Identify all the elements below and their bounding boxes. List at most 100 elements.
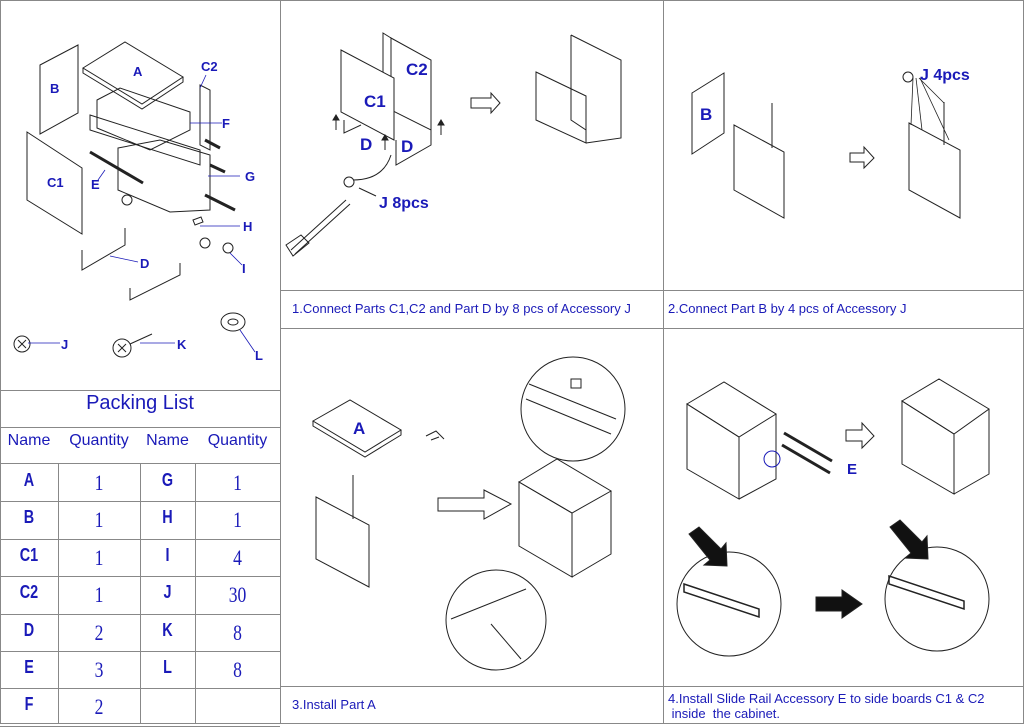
arrow-right [470, 91, 501, 115]
step-3-caption: 3.Install Part A [292, 697, 376, 712]
part-d-shape [81, 228, 126, 271]
col-header-quantity: Quantity [207, 432, 268, 449]
quantity-cell: 8 [233, 620, 242, 645]
b-panel [691, 72, 725, 155]
quantity-cell: 1 [94, 507, 104, 532]
step-2-drawing [691, 71, 961, 219]
detail-circle [884, 546, 990, 652]
divider [280, 0, 281, 724]
label-c1: C1 [47, 175, 64, 190]
label-k: K [177, 337, 187, 352]
part-j-shape [13, 335, 31, 353]
label-d: D [140, 256, 149, 271]
black-arrow [889, 519, 929, 560]
label-i: I [242, 261, 246, 276]
arrow-right [437, 489, 513, 520]
part-name-cell: G [161, 470, 174, 490]
step-4-caption-line2: inside the cabinet. [668, 706, 781, 721]
quantity-cell: 1 [94, 545, 104, 570]
quantity-cell: 1 [233, 470, 242, 495]
step-3-labels: A [353, 419, 365, 438]
part-f-shape [96, 87, 191, 151]
part-g-shape [117, 139, 211, 213]
c1-panel [340, 49, 395, 141]
part-k-shape [112, 338, 132, 358]
black-arrow [688, 526, 728, 567]
step-2-labels: B J 4pcs [700, 67, 970, 124]
quantity-cell: 3 [94, 657, 104, 682]
divider [663, 0, 664, 724]
part-name-cell: A [23, 470, 35, 490]
step-1-caption: 1.Connect Parts C1,C2 and Part D by 8 pc… [292, 301, 631, 316]
part-name-cell: C1 [19, 545, 39, 565]
step-4-drawing [676, 378, 990, 657]
part-name-cell: K [162, 620, 173, 640]
quantity-cell: 1 [94, 582, 104, 607]
quantity-cell: 1 [233, 507, 242, 532]
label-e: E [91, 177, 100, 192]
label-c2: C2 [201, 59, 218, 74]
label-h: H [243, 219, 252, 234]
part-name-cell: C2 [19, 582, 39, 602]
part-name-cell: B [23, 507, 35, 527]
black-arrow-right [815, 589, 863, 619]
col-header-quantity: Quantity [69, 432, 129, 449]
divider [0, 463, 280, 464]
quantity-cell: 1 [94, 470, 104, 495]
part-b-shape [39, 44, 79, 135]
label-e: E [847, 461, 857, 478]
step-4-caption: 4.Install Slide Rail Accessory E to side… [668, 691, 984, 721]
label-b: B [50, 81, 59, 96]
label-a: A [353, 419, 365, 438]
step-2-caption: 2.Connect Part B by 4 pcs of Accessory J [668, 301, 907, 316]
rail-e [783, 431, 833, 463]
part-name-cell: D [23, 620, 35, 640]
detail-circle [520, 356, 626, 462]
col-divider [140, 464, 141, 724]
screwdriver [290, 199, 351, 255]
divider [280, 290, 1024, 291]
label-d: D [401, 137, 413, 156]
part-name-cell: F [24, 694, 34, 714]
part-name-cell: E [24, 657, 34, 677]
divider [0, 427, 280, 428]
part-l-shape [220, 312, 246, 332]
label-j-8pcs: J 8pcs [379, 195, 429, 212]
quantity-cell: 8 [233, 657, 242, 682]
quantity-cell: 4 [233, 545, 242, 570]
label-j-4pcs: J 4pcs [920, 67, 970, 84]
screw-j [343, 176, 355, 188]
quantity-cell: 30 [228, 582, 247, 607]
label-c2: C2 [406, 60, 428, 79]
label-g: G [245, 169, 255, 184]
parts-drawing [13, 41, 256, 358]
step-3-drawing [312, 356, 626, 671]
quantity-cell: 2 [94, 694, 104, 719]
screw-j [902, 71, 914, 83]
col-header-name: Name [146, 432, 189, 449]
label-a: A [133, 64, 143, 79]
assembled-cabinet [908, 122, 961, 219]
detail-circle [445, 569, 547, 671]
arrow-right [849, 145, 875, 170]
step-2-panel: B J 4pcs [664, 0, 1024, 290]
lock [425, 430, 445, 441]
quantity-cell: 2 [94, 620, 104, 645]
step-4-caption-line1: 4.Install Slide Rail Accessory E to side… [668, 691, 985, 706]
divider [0, 390, 280, 391]
step-3-panel: A [281, 329, 663, 686]
label-b: B [700, 105, 712, 124]
rail-e [781, 443, 831, 475]
label-f: F [222, 116, 230, 131]
part-c1-shape [26, 131, 83, 235]
detail-circle [676, 551, 782, 657]
step-1-panel: C1 C2 D D J 8pcs [281, 0, 663, 290]
part-name-cell: I [165, 545, 170, 565]
col-header-name: Name [7, 432, 51, 449]
part-name-cell: J [163, 582, 172, 602]
parts-diagram: A B C1 C2 D E F G H I J K L [0, 0, 280, 390]
part-name-cell: H [162, 507, 173, 527]
packing-list-title: Packing List [86, 392, 194, 414]
col-divider [195, 464, 196, 724]
label-l: L [255, 348, 263, 363]
